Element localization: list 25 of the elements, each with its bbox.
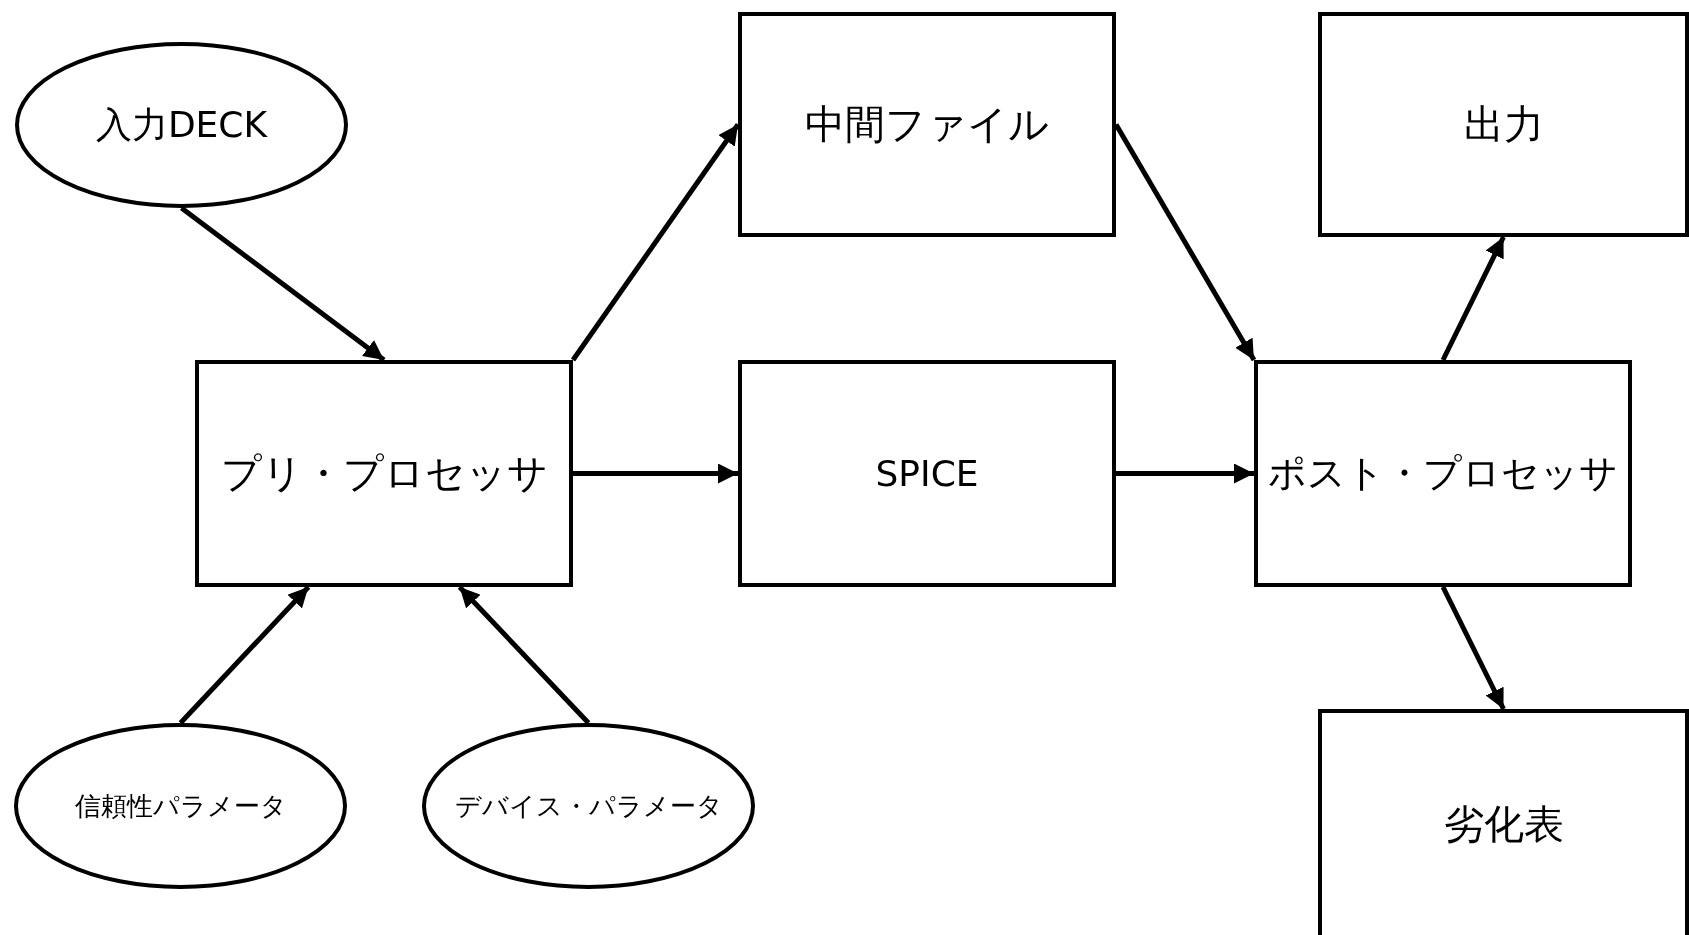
node-label: プリ・プロセッサ: [220, 449, 548, 498]
data-ellipse: [15, 42, 348, 208]
process-box: [1318, 709, 1689, 935]
arrow: [1116, 463, 1254, 484]
arrow: [573, 463, 738, 484]
arrow: [457, 585, 591, 725]
process-box: [1318, 12, 1689, 237]
arrow: [180, 206, 386, 362]
arrow: [1440, 235, 1506, 362]
node-label: ポスト・プロセッサ: [1268, 450, 1618, 497]
node-label: 入力DECK: [95, 102, 268, 147]
data-ellipse: [422, 723, 755, 889]
process-box: [1254, 360, 1632, 587]
process-box: [738, 360, 1116, 587]
arrow: [178, 585, 311, 725]
node-label: 信頼性パラメータ: [74, 789, 287, 823]
node-label: デバイス・パラメータ: [454, 789, 723, 823]
node-label: 劣化表: [1443, 799, 1564, 849]
node-label: 中間ファイル: [805, 100, 1049, 149]
process-box: [738, 12, 1116, 237]
process-box: [195, 360, 573, 587]
node-label: SPICE: [875, 453, 979, 494]
arrow: [1440, 585, 1506, 711]
data-ellipse: [14, 723, 347, 889]
node-label: 出力: [1463, 100, 1544, 149]
